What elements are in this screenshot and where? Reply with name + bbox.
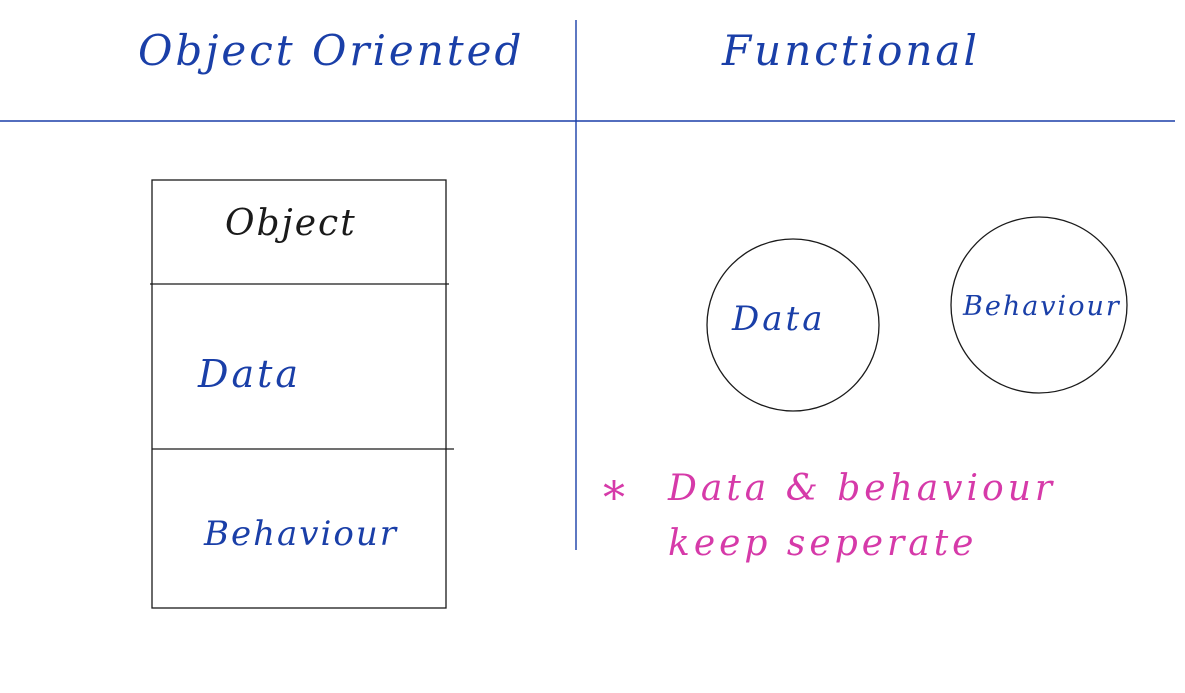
note-bullet: * bbox=[603, 473, 625, 524]
data-circle-label: Data bbox=[731, 299, 825, 339]
note-line-1: Data & behaviour bbox=[667, 468, 1056, 509]
heading-object-oriented: Object Oriented bbox=[138, 26, 524, 75]
note-line-2: keep seperate bbox=[668, 523, 977, 564]
object-box-behaviour-label: Behaviour bbox=[203, 514, 398, 554]
behaviour-circle-label: Behaviour bbox=[962, 291, 1121, 322]
object-box-title: Object bbox=[225, 203, 357, 244]
heading-functional: Functional bbox=[721, 26, 980, 75]
behaviour-circle bbox=[950, 216, 1128, 394]
object-box bbox=[151, 179, 447, 609]
data-circle bbox=[706, 238, 880, 412]
object-box-data-label: Data bbox=[197, 352, 301, 396]
